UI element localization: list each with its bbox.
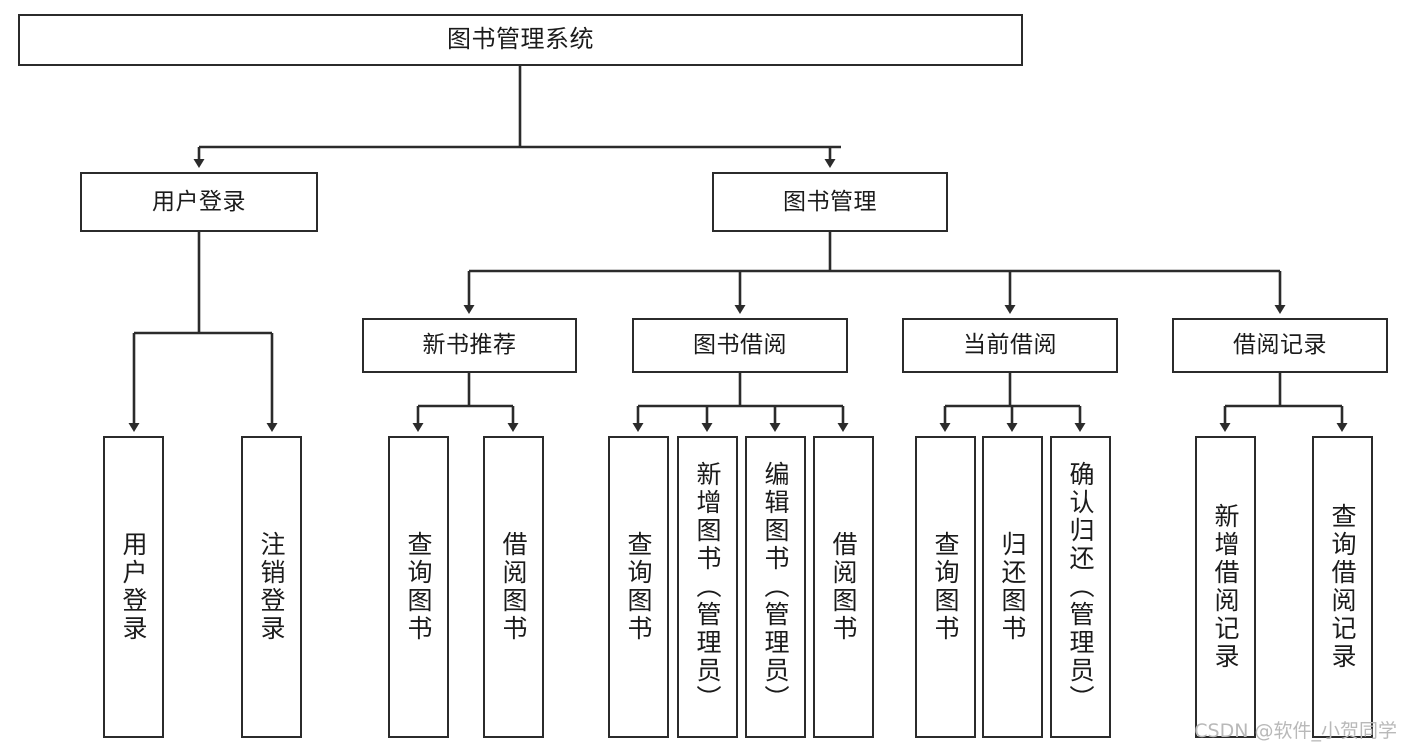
node-root[interactable]: 图书管理系统 (18, 14, 1023, 66)
node-leaf-query-book-3-label: 查询图书 (931, 531, 960, 643)
node-leaf-borrow-book-2[interactable]: 借阅图书 (813, 436, 874, 738)
node-leaf-confirm-return[interactable]: 确认归还（管理员） (1050, 436, 1111, 738)
node-leaf-query-book-2[interactable]: 查询图书 (608, 436, 669, 738)
node-current-borrow-label: 当前借阅 (963, 332, 1057, 359)
node-leaf-user-login-label: 用户登录 (119, 531, 148, 643)
node-leaf-confirm-return-label: 确认归还（管理员） (1066, 461, 1095, 713)
node-leaf-return-book[interactable]: 归还图书 (982, 436, 1043, 738)
node-leaf-borrow-book-1-label: 借阅图书 (499, 531, 528, 643)
node-leaf-logout[interactable]: 注销登录 (241, 436, 302, 738)
node-leaf-edit-book-label: 编辑图书（管理员） (761, 461, 790, 713)
node-leaf-add-record[interactable]: 新增借阅记录 (1195, 436, 1256, 738)
node-book-borrow[interactable]: 图书借阅 (632, 318, 848, 373)
node-leaf-edit-book[interactable]: 编辑图书（管理员） (745, 436, 806, 738)
node-leaf-borrow-book-2-label: 借阅图书 (829, 531, 858, 643)
node-borrow-record[interactable]: 借阅记录 (1172, 318, 1388, 373)
node-leaf-add-record-label: 新增借阅记录 (1211, 503, 1240, 671)
node-leaf-query-record-label: 查询借阅记录 (1328, 503, 1357, 671)
node-leaf-query-record[interactable]: 查询借阅记录 (1312, 436, 1373, 738)
node-current-borrow[interactable]: 当前借阅 (902, 318, 1118, 373)
node-leaf-query-book-3[interactable]: 查询图书 (915, 436, 976, 738)
node-leaf-user-login[interactable]: 用户登录 (103, 436, 164, 738)
node-leaf-return-book-label: 归还图书 (998, 531, 1027, 643)
node-leaf-query-book-1[interactable]: 查询图书 (388, 436, 449, 738)
node-book-borrow-label: 图书借阅 (693, 332, 787, 359)
watermark-text: CSDN @软件_小贺同学 (1194, 720, 1397, 742)
node-leaf-add-book[interactable]: 新增图书（管理员） (677, 436, 738, 738)
node-new-book-recommend[interactable]: 新书推荐 (362, 318, 577, 373)
node-user-login-label: 用户登录 (152, 188, 246, 215)
node-user-login[interactable]: 用户登录 (80, 172, 318, 232)
node-leaf-add-book-label: 新增图书（管理员） (693, 461, 722, 713)
node-borrow-record-label: 借阅记录 (1233, 332, 1327, 359)
node-leaf-query-book-2-label: 查询图书 (624, 531, 653, 643)
node-book-management[interactable]: 图书管理 (712, 172, 948, 232)
node-leaf-query-book-1-label: 查询图书 (404, 531, 433, 643)
node-leaf-borrow-book-1[interactable]: 借阅图书 (483, 436, 544, 738)
node-new-book-recommend-label: 新书推荐 (422, 332, 517, 359)
node-root-label: 图书管理系统 (447, 25, 594, 54)
node-leaf-logout-label: 注销登录 (257, 531, 286, 643)
node-book-management-label: 图书管理 (783, 188, 877, 215)
